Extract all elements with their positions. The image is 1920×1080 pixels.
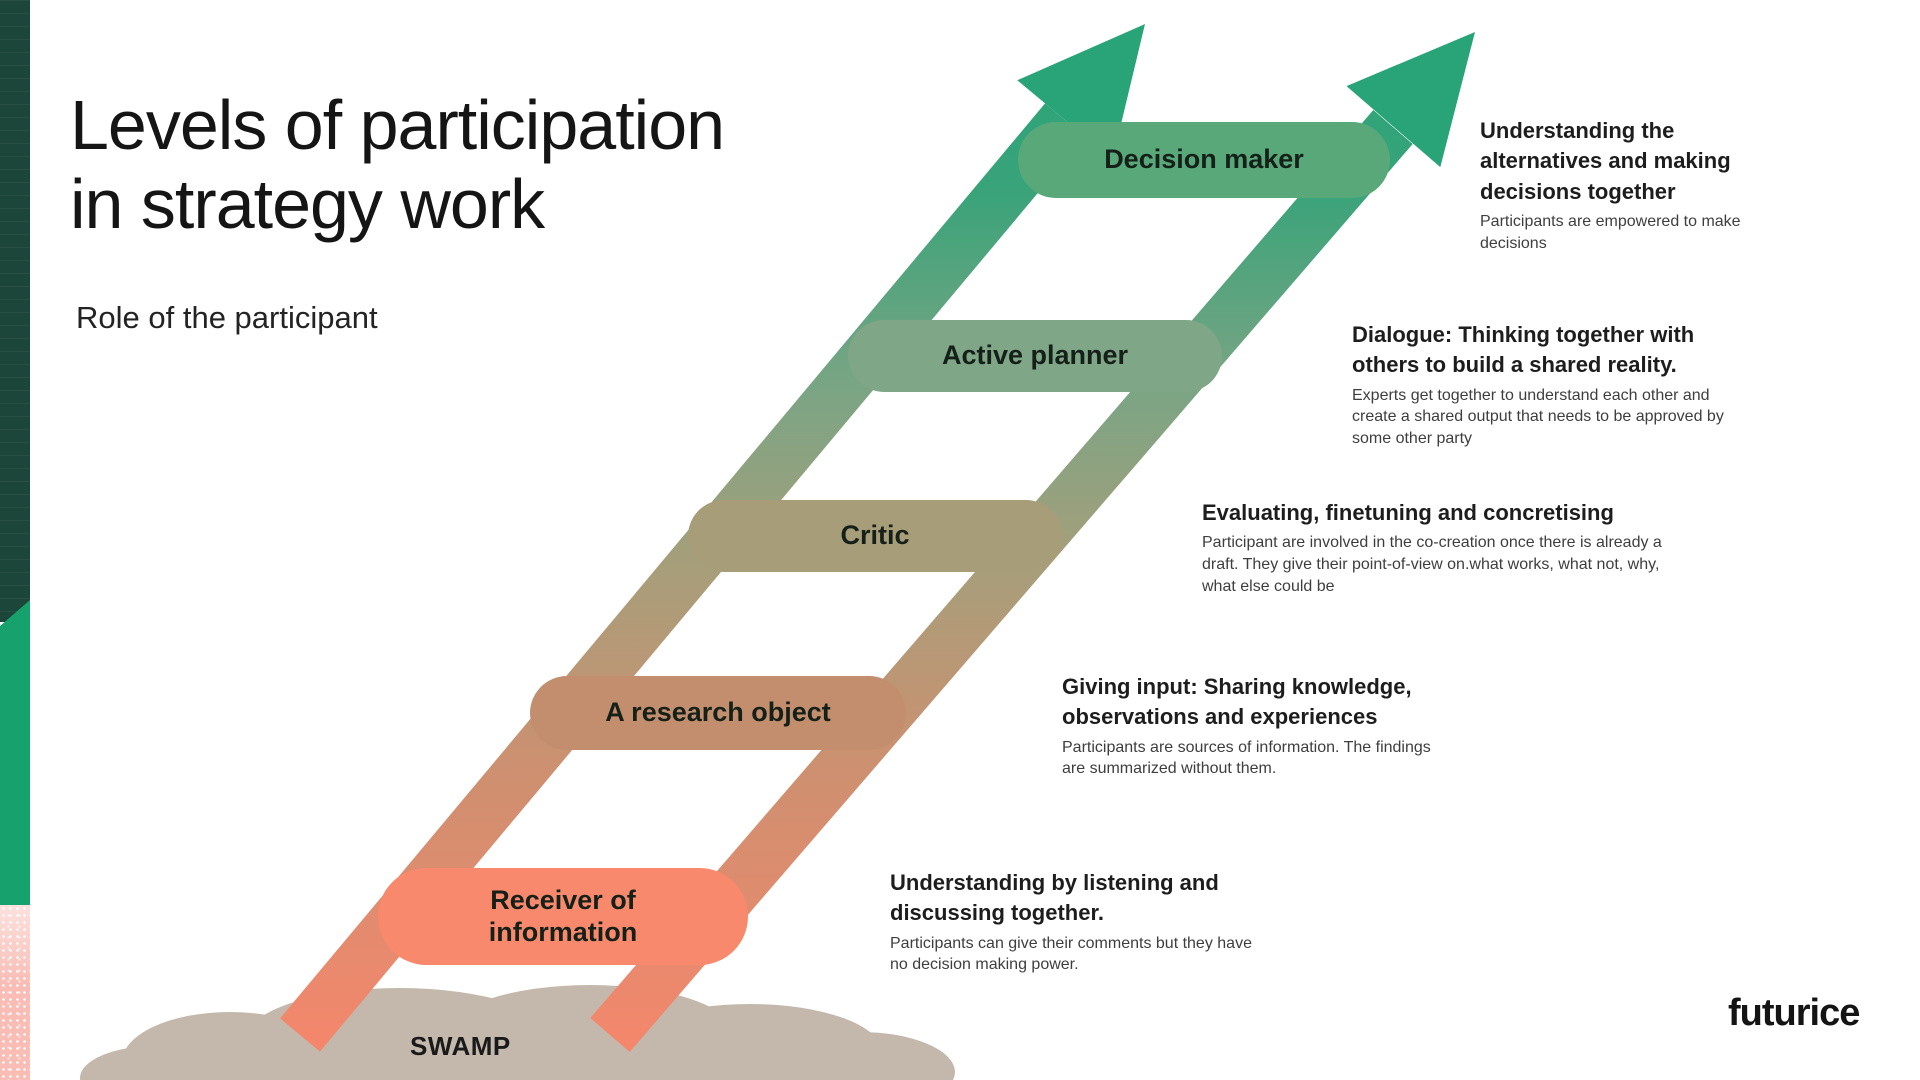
level-description-receiver-of-information: Understanding by listening and discussin… bbox=[890, 868, 1268, 976]
ladder-rail-right bbox=[590, 110, 1413, 1052]
level-body: Participants can give their comments but… bbox=[890, 934, 1252, 974]
level-heading: Understanding by listening and discussin… bbox=[890, 870, 1219, 926]
rung-label: Receiver of information bbox=[488, 885, 638, 947]
futurice-logo: futurice bbox=[1728, 992, 1860, 1034]
level-description-decision-maker: Understanding the alternatives and makin… bbox=[1480, 116, 1772, 254]
edge-pink-block bbox=[0, 905, 30, 1080]
rung-label: Decision maker bbox=[1104, 144, 1304, 175]
level-heading: Dialogue: Thinking together with others … bbox=[1352, 322, 1695, 378]
ladder-rung-critic: Critic bbox=[688, 500, 1062, 572]
ladder-rung-active-planner: Active planner bbox=[848, 320, 1222, 392]
arrow-head-right-icon bbox=[1346, 32, 1475, 168]
edge-decoration bbox=[0, 0, 30, 1080]
rung-label: Critic bbox=[840, 520, 910, 551]
rung-label: A research object bbox=[605, 697, 831, 728]
edge-bright-green-block bbox=[0, 600, 30, 906]
level-description-active-planner: Dialogue: Thinking together with others … bbox=[1352, 320, 1754, 450]
ladder-rung-decision-maker: Decision maker bbox=[1018, 122, 1390, 198]
swamp-blob bbox=[80, 985, 955, 1080]
level-heading: Giving input: Sharing knowledge, observa… bbox=[1062, 674, 1412, 730]
level-body: Participant are involved in the co-creat… bbox=[1202, 534, 1662, 595]
ladder-rung-receiver-of-information: Receiver of information bbox=[378, 868, 748, 965]
page-title-line-1: Levels of participation bbox=[70, 86, 725, 164]
level-body: Experts get together to understand each … bbox=[1352, 386, 1724, 447]
page-title-line-2: in strategy work bbox=[70, 165, 545, 244]
edge-dark-green-block bbox=[0, 0, 30, 622]
level-description-critic: Evaluating, finetuning and concretising … bbox=[1202, 498, 1684, 597]
ladder-rung-research-object: A research object bbox=[530, 676, 906, 750]
level-description-research-object: Giving input: Sharing knowledge, observa… bbox=[1062, 672, 1450, 780]
level-heading: Understanding the alternatives and makin… bbox=[1480, 118, 1731, 204]
swamp-label: SWAMP bbox=[410, 1031, 511, 1061]
rung-label: Active planner bbox=[941, 340, 1129, 371]
level-heading: Evaluating, finetuning and concretising bbox=[1202, 500, 1614, 525]
page-title: Levels of participation in strategy work bbox=[70, 86, 725, 244]
page-subtitle: Role of the participant bbox=[76, 300, 378, 335]
level-body: Participants are empowered to make decis… bbox=[1480, 213, 1741, 252]
level-body: Participants are sources of information.… bbox=[1062, 738, 1431, 778]
